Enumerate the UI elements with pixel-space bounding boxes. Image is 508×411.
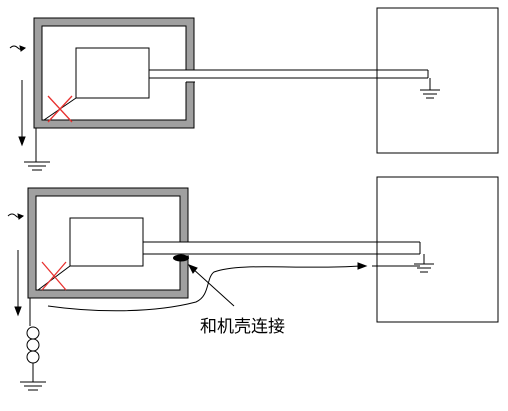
- bottom-coil-inductor-icon: [26, 298, 40, 382]
- bottom-remote-ground-symbol-icon: [414, 254, 434, 273]
- bottom-case-ground-symbol-icon: [20, 381, 46, 391]
- top-inner-module: [75, 47, 150, 99]
- bottom-diagram: 和机壳连接: [7, 176, 499, 391]
- top-cable: [149, 69, 429, 79]
- bottom-remote-device: [376, 176, 499, 323]
- bottom-return-current-path: [47, 262, 420, 312]
- bottom-cable: [143, 241, 421, 255]
- top-diagram: [9, 7, 499, 171]
- bottom-inner-module: [69, 217, 144, 267]
- top-remote-ground-symbol-icon: [420, 78, 440, 99]
- bottom-noise-wave-icon: [7, 213, 25, 220]
- annotation-arrow: [187, 264, 235, 307]
- bottom-shield-enclosure: [27, 187, 189, 299]
- top-noise-wave-icon: [9, 45, 27, 52]
- annotation-label: 和机壳连接: [200, 317, 285, 337]
- top-remote-device: [376, 7, 499, 154]
- top-red-x-fault-icon: [47, 95, 73, 123]
- bottom-red-x-fault-icon: [41, 261, 67, 291]
- top-current-arrow: [18, 80, 26, 147]
- bottom-module-to-case-line: [37, 265, 71, 291]
- top-case-ground-symbol-icon: [24, 128, 50, 171]
- shell-connection-node-icon: [173, 254, 189, 262]
- bottom-current-arrow: [14, 250, 22, 317]
